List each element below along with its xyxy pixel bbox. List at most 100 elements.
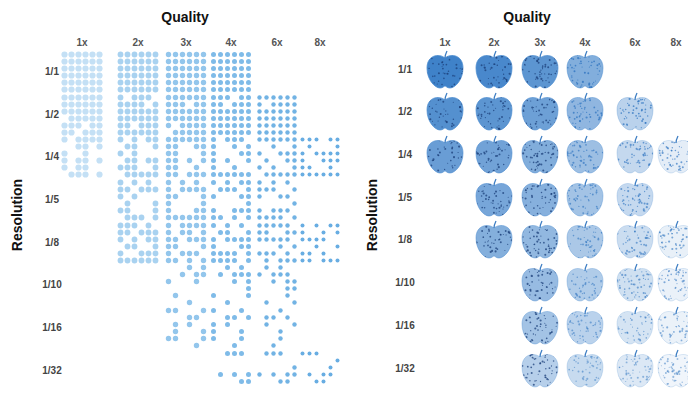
sample-dot	[211, 322, 216, 327]
sample-dot	[329, 159, 333, 163]
speckle-dot	[623, 166, 625, 168]
sample-dot	[180, 52, 185, 57]
sample-dot	[194, 123, 199, 128]
sample-dot	[278, 336, 282, 340]
speckle-dot	[537, 186, 539, 188]
speckle-dot	[494, 64, 496, 66]
speckle-dot	[550, 199, 551, 200]
sample-dot	[301, 224, 305, 228]
sample-dot	[166, 137, 171, 142]
speckle-dot	[508, 202, 510, 204]
sample-dot	[225, 237, 230, 242]
speckle-dot	[501, 150, 503, 152]
speckle-dot	[644, 202, 646, 204]
sample-dot	[285, 223, 289, 227]
sample-grid	[211, 223, 251, 263]
sample-dot	[89, 136, 95, 142]
speckle-dot	[521, 180, 522, 181]
speckle-dot	[481, 116, 482, 117]
speckle-dot	[578, 150, 580, 152]
speckle-dot	[637, 101, 639, 103]
sample-dot	[225, 351, 230, 356]
sample-dot	[166, 52, 171, 57]
sample-dot	[257, 130, 261, 134]
sample-dot	[82, 86, 88, 92]
sample-dot	[218, 258, 223, 263]
speckle-dot	[442, 61, 444, 63]
sample-dot	[173, 322, 178, 327]
sample-dot	[271, 372, 275, 376]
speckle-dot	[478, 254, 480, 256]
sample-dot	[239, 59, 244, 64]
speckle-dot	[480, 118, 481, 119]
speckle-dot	[477, 115, 479, 117]
speckle-dot	[460, 140, 462, 142]
sample-dot	[194, 66, 199, 71]
sample-dot	[194, 116, 199, 121]
sample-dot	[82, 115, 88, 121]
sample-grid	[211, 265, 251, 305]
sample-dot	[132, 158, 138, 164]
apple-body	[617, 183, 653, 216]
sample-dot	[278, 208, 282, 212]
sample-dot	[118, 73, 124, 79]
sample-dot	[75, 65, 81, 71]
sample-dot	[292, 244, 296, 248]
speckle-dot	[555, 195, 557, 197]
sample-dot	[166, 158, 171, 163]
speckle-dot	[547, 77, 548, 78]
sample-dot	[153, 109, 159, 115]
sample-dot	[118, 123, 124, 129]
speckle-dot	[525, 190, 526, 191]
speckle-dot	[668, 137, 669, 138]
apple-body	[476, 183, 512, 216]
speckle-dot	[633, 140, 635, 142]
sample-dot	[173, 329, 178, 334]
speckle-dot	[602, 152, 604, 154]
speckle-dot	[461, 111, 462, 112]
sample-grid	[61, 94, 102, 135]
speckle-dot	[567, 153, 569, 155]
speckle-dot	[621, 128, 623, 130]
speckle-dot	[659, 142, 661, 144]
speckle-dot	[640, 99, 642, 101]
sample-dot	[292, 172, 296, 176]
sample-dot	[329, 259, 333, 263]
speckle-dot	[492, 84, 493, 85]
apple-sample	[476, 136, 512, 174]
speckle-dot	[568, 79, 569, 80]
speckle-dot	[576, 181, 577, 182]
speckle-dot	[593, 213, 594, 214]
speckle-dot	[506, 234, 507, 235]
speckle-dot	[523, 207, 524, 208]
speckle-dot	[500, 201, 502, 203]
speckle-dot	[484, 215, 486, 217]
speckle-dot	[641, 183, 643, 185]
sample-dot	[61, 58, 67, 64]
speckle-dot	[533, 161, 535, 163]
sample-dot	[271, 137, 275, 141]
speckle-dot	[633, 155, 634, 156]
sample-dot	[246, 172, 251, 177]
sample-dot	[180, 59, 185, 64]
sample-dot	[139, 59, 145, 65]
speckle-dot	[536, 155, 538, 157]
speckle-dot	[567, 167, 568, 168]
sample-dot	[96, 94, 102, 100]
speckle-dot	[525, 204, 527, 206]
speckle-dot	[651, 102, 653, 104]
speckle-dot	[537, 161, 539, 163]
speckle-dot	[581, 108, 582, 109]
speckle-dot	[443, 78, 445, 80]
speckle-dot	[441, 84, 442, 85]
sample-dot	[139, 116, 145, 122]
speckle-dot	[491, 202, 492, 203]
speckle-dot	[523, 105, 525, 107]
speckle-dot	[598, 63, 600, 65]
sample-dot	[201, 187, 206, 192]
speckle-dot	[487, 106, 488, 107]
speckle-dot	[659, 166, 661, 168]
sample-dot	[96, 129, 102, 135]
speckle-dot	[638, 115, 639, 116]
speckle-dot	[593, 82, 594, 83]
